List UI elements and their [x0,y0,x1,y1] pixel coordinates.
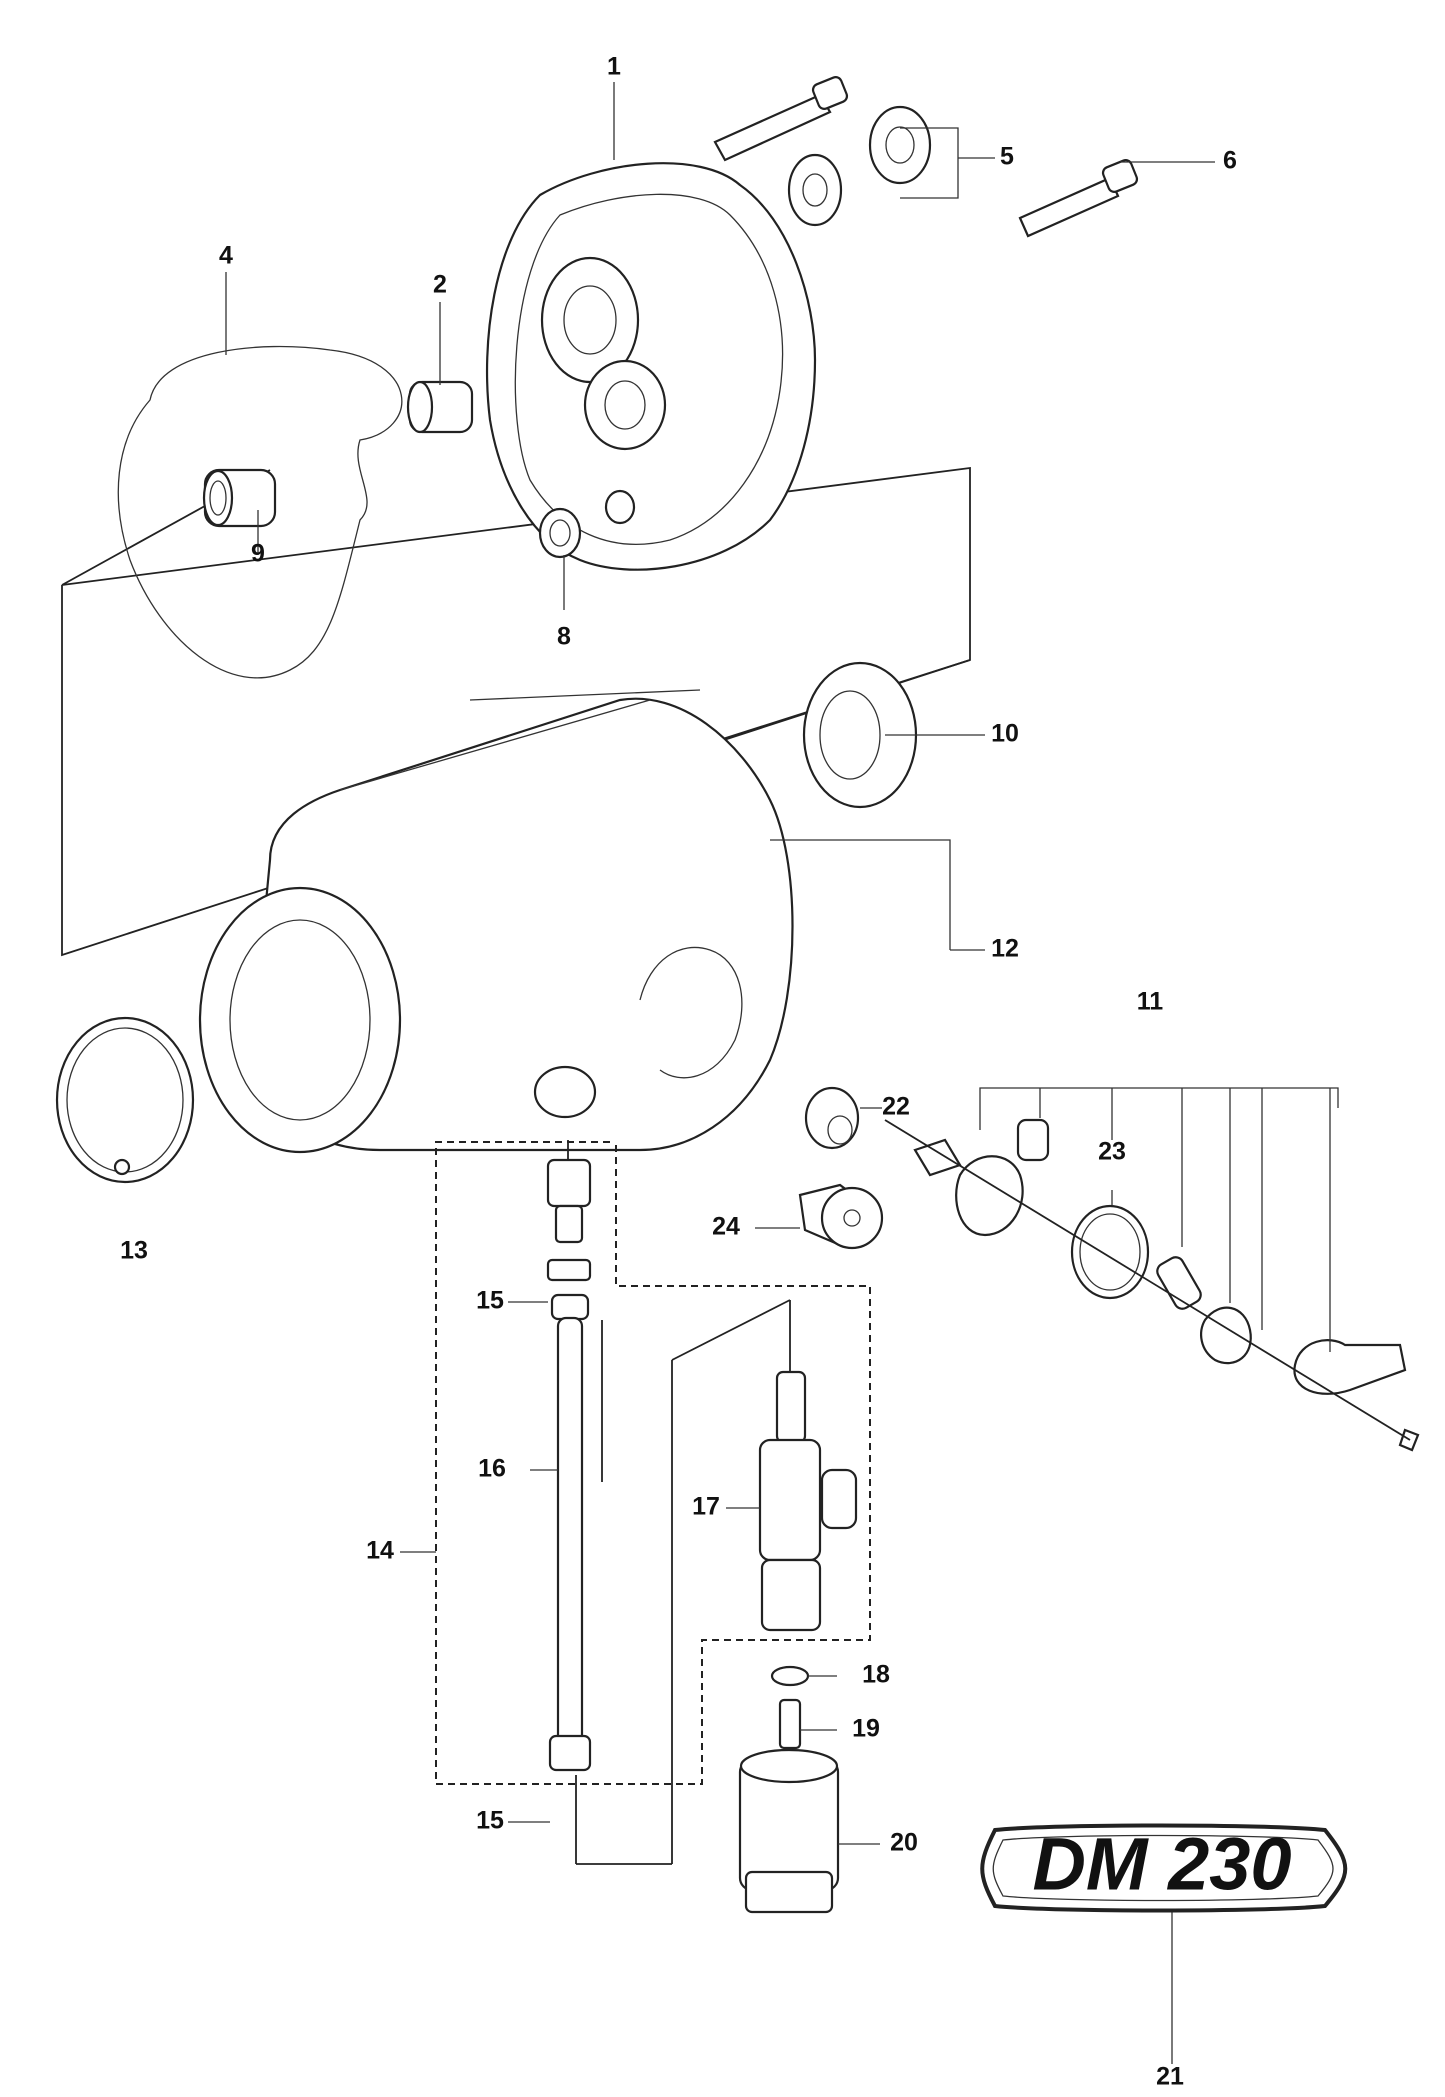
part-gear-cover [485,162,817,571]
label-part-22: 22 [882,1093,910,1121]
label-part-19: 19 [852,1715,880,1743]
part-labels: 1 2 4 5 6 8 9 10 11 12 13 14 15 15 16 17… [120,53,1237,2091]
part-water-assembly-14 [435,1140,871,1865]
part-oring-8 [538,507,582,559]
label-part-14: 14 [366,1537,394,1565]
part-22 [804,1086,860,1150]
label-part-2: 2 [433,271,447,299]
part-18-19-20 [738,1665,840,1914]
label-part-15-top: 15 [476,1287,504,1315]
part-bushing-9 [202,468,277,528]
part-sleeve-2 [406,380,474,434]
label-part-11: 11 [1137,988,1164,1016]
part-valve-knob-11 [884,1118,1420,1452]
part-gasket [117,345,403,679]
part-decal-21: DM 230 [980,1823,1348,1913]
label-part-4: 4 [219,242,233,270]
label-part-15-bottom: 15 [476,1807,504,1835]
part-housing-12 [198,689,794,1154]
label-part-5: 5 [1000,143,1014,171]
label-part-17: 17 [692,1493,720,1521]
label-part-23: 23 [1098,1138,1126,1166]
label-part-21: 21 [1156,2063,1184,2091]
label-part-18: 18 [862,1661,890,1689]
label-part-16: 16 [478,1455,506,1483]
decal-text: DM 230 [1032,1823,1291,1906]
label-part-13: 13 [120,1237,148,1265]
part-valve-17 [758,1370,858,1632]
part-plug-24 [798,1183,884,1250]
label-part-6: 6 [1223,147,1237,175]
label-part-8: 8 [557,623,571,651]
label-part-1: 1 [607,53,621,81]
label-part-12: 12 [991,935,1019,963]
part-circlip-13 [55,1016,195,1184]
label-part-9: 9 [251,540,265,568]
part-screws [713,76,1139,238]
part-bearings [787,105,932,227]
leader-lines [225,82,1339,2064]
label-part-10: 10 [991,720,1019,748]
label-part-24: 24 [712,1213,740,1241]
label-part-20: 20 [890,1829,918,1857]
